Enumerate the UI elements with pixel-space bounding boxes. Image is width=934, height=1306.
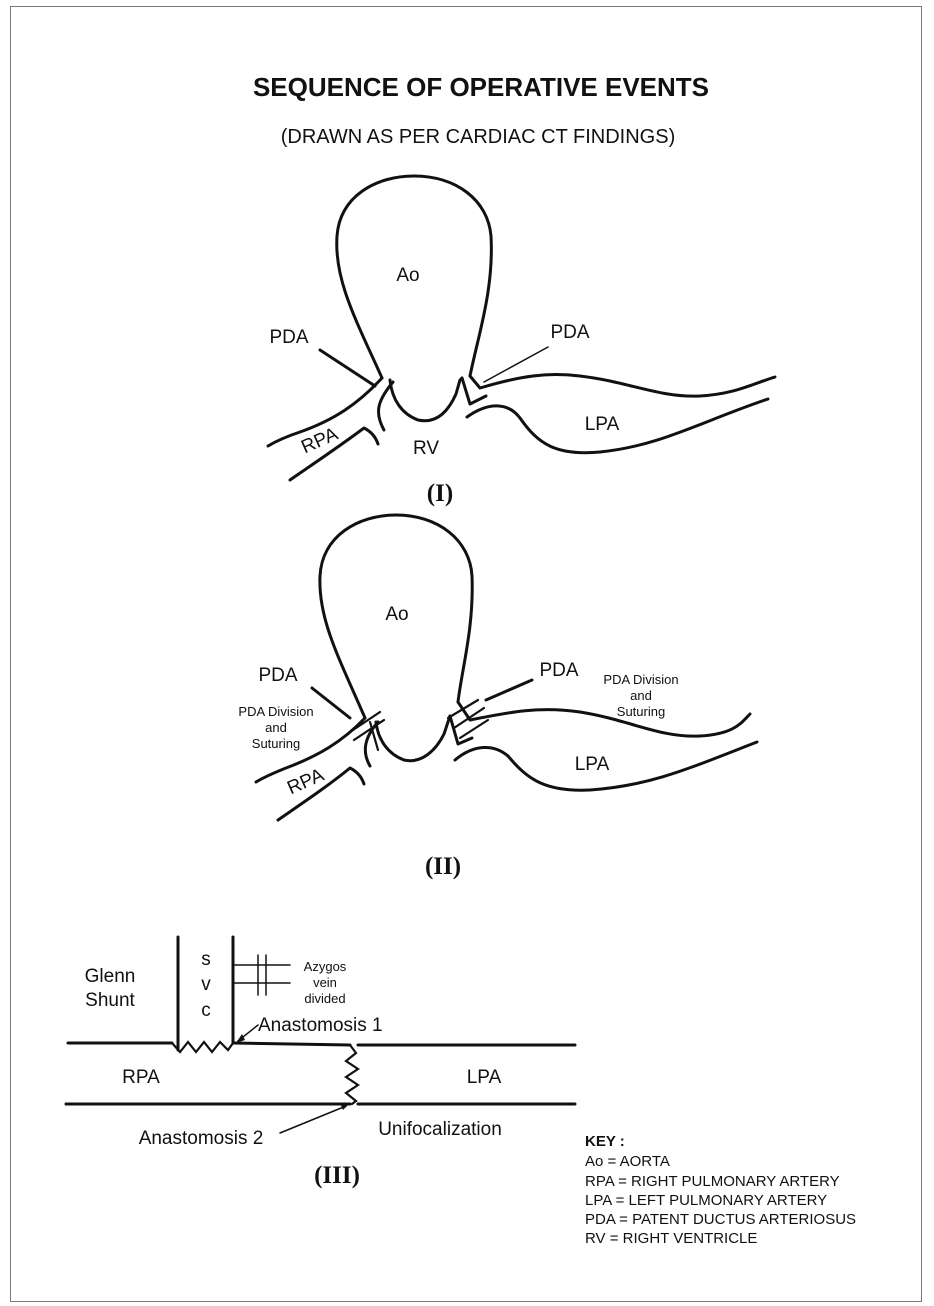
aorta-right-wall — [458, 702, 750, 736]
pda-right-line — [486, 680, 532, 700]
division-right-line-2: and — [630, 688, 652, 703]
rpa-label: RPA — [284, 765, 327, 800]
pda-right-label: PDA — [539, 660, 578, 681]
svc-label-s: s — [201, 949, 211, 970]
azygos-label-1: Azygos — [304, 959, 347, 974]
pda-right-label: PDA — [550, 322, 589, 343]
pda-left-line — [320, 350, 375, 386]
rv-outline — [390, 378, 462, 421]
anastomosis-2-arrowhead — [340, 1103, 349, 1110]
division-left-line-1: PDA Division — [238, 704, 313, 719]
panel-2: Ao PDA PDA RPA LPA PDA Division and Sutu… — [238, 515, 757, 880]
key-heading: KEY : — [585, 1133, 625, 1150]
anastomosis-2-suture — [346, 1045, 358, 1104]
pda-left-label: PDA — [269, 327, 308, 348]
azygos-label-3: divided — [304, 991, 345, 1006]
key-legend: KEY : Ao = AORTA RPA = RIGHT PULMONARY A… — [585, 1133, 856, 1247]
glenn-label-2: Shunt — [85, 990, 135, 1011]
lpa-label: LPA — [585, 414, 620, 435]
azygos-label-2: vein — [313, 975, 337, 990]
pda-left-label: PDA — [258, 665, 297, 686]
division-left-line-3: Suturing — [252, 736, 300, 751]
panel-3-label: (III) — [314, 1162, 360, 1189]
anastomosis-2-leader — [280, 1106, 346, 1133]
pda-left-line — [312, 688, 350, 718]
rv-label: RV — [413, 438, 439, 459]
pa-top-wall-mid — [233, 1043, 350, 1045]
anastomosis-1-label: Anastomosis 1 — [258, 1015, 383, 1036]
division-left-line-2: and — [265, 720, 287, 735]
lpa-label: LPA — [575, 754, 610, 775]
unifocalization-label: Unifocalization — [378, 1119, 502, 1140]
aorta-right-wall — [470, 375, 775, 397]
figure-title: SEQUENCE OF OPERATIVE EVENTS — [253, 72, 709, 102]
panel-1-label: (I) — [427, 480, 453, 507]
division-right-line-1: PDA Division — [603, 672, 678, 687]
anastomosis-2-label: Anastomosis 2 — [139, 1128, 264, 1149]
division-right-line-3: Suturing — [617, 704, 665, 719]
key-item: RV = RIGHT VENTRICLE — [585, 1230, 757, 1247]
rpa-label: RPA — [122, 1067, 160, 1088]
key-item: PDA = PATENT DUCTUS ARTERIOSUS — [585, 1211, 856, 1228]
panel-2-label: (II) — [425, 853, 461, 880]
panel-1: Ao PDA PDA RPA RV LPA (I) — [268, 176, 775, 507]
ao-label: Ao — [396, 265, 419, 286]
svc-label-v: v — [201, 974, 211, 995]
svc-label-c: c — [201, 1000, 211, 1021]
ao-label: Ao — [385, 604, 408, 625]
key-item: Ao = AORTA — [585, 1153, 670, 1170]
key-item: LPA = LEFT PULMONARY ARTERY — [585, 1192, 827, 1209]
key-item: RPA = RIGHT PULMONARY ARTERY — [585, 1173, 840, 1190]
glenn-label-1: Glenn — [85, 966, 136, 987]
lpa-label: LPA — [467, 1067, 502, 1088]
rv-outline — [376, 716, 450, 761]
figure-subtitle: (DRAWN AS PER CARDIAC CT FINDINGS) — [281, 126, 675, 148]
anastomosis-1-suture — [172, 1042, 233, 1052]
panel-3: Glenn Shunt s v c Azygos vein divided An… — [66, 937, 575, 1189]
suture-right-3 — [460, 720, 488, 738]
